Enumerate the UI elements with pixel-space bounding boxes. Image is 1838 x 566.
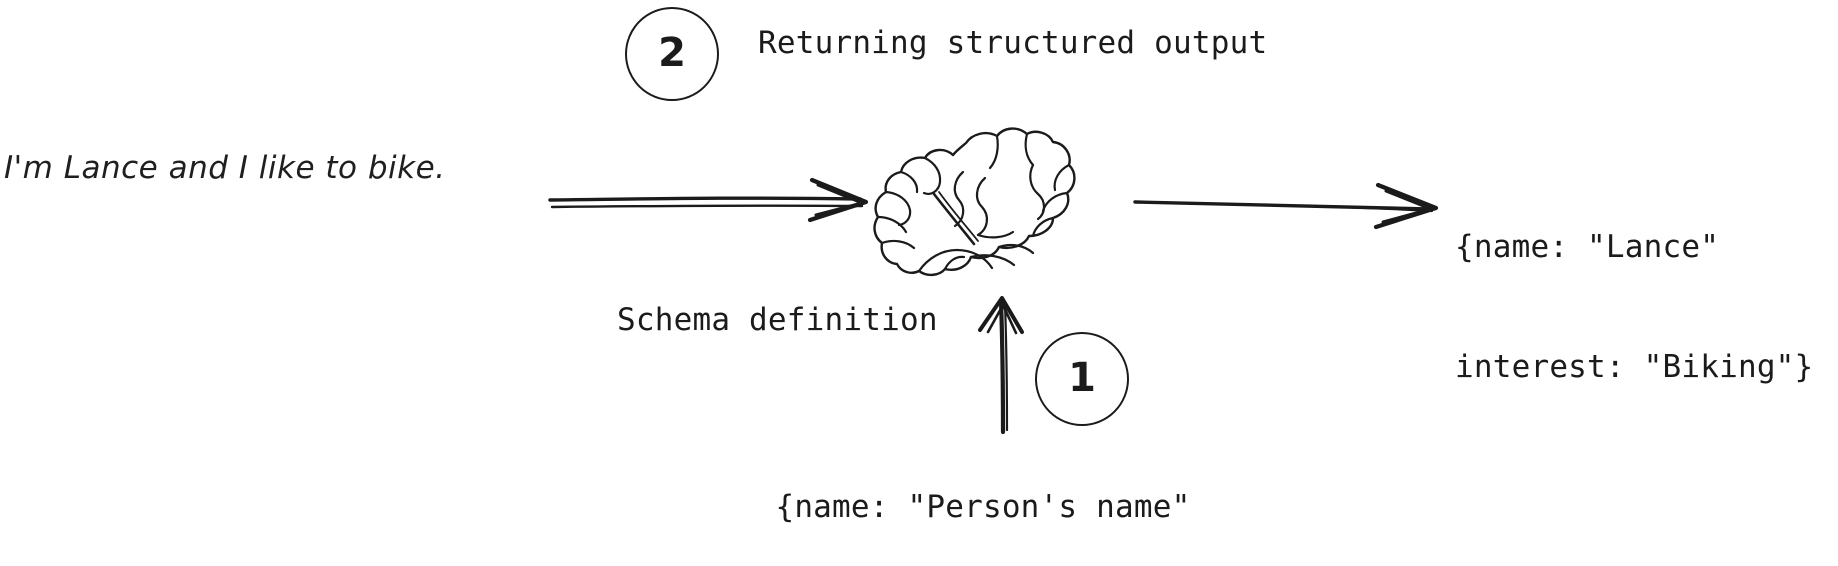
input-sentence: I'm Lance and I like to bike. <box>4 150 446 186</box>
schema-json-line-1: {name: "Person's name" <box>775 488 1191 525</box>
step-badge-1: 1 <box>1035 332 1129 426</box>
input-to-brain-arrow <box>548 177 869 223</box>
step-badge-2-number: 2 <box>658 30 686 76</box>
step-badge-2: 2 <box>625 7 719 101</box>
output-json-line-1: {name: "Lance" <box>1455 228 1720 265</box>
schema-json: {name: "Person's name" interest: "Person… <box>700 406 1266 566</box>
brain-icon <box>873 127 1076 277</box>
schema-definition-label: Schema definition <box>617 302 938 338</box>
step-2-title: Returning structured output <box>758 25 1268 61</box>
output-json-line-2: interest: "Biking"} <box>1455 349 1814 386</box>
step-badge-1-number: 1 <box>1068 355 1096 401</box>
output-json: {name: "Lance" interest: "Biking"} <box>1455 146 1813 468</box>
brain-to-output-arrow <box>1133 182 1439 230</box>
